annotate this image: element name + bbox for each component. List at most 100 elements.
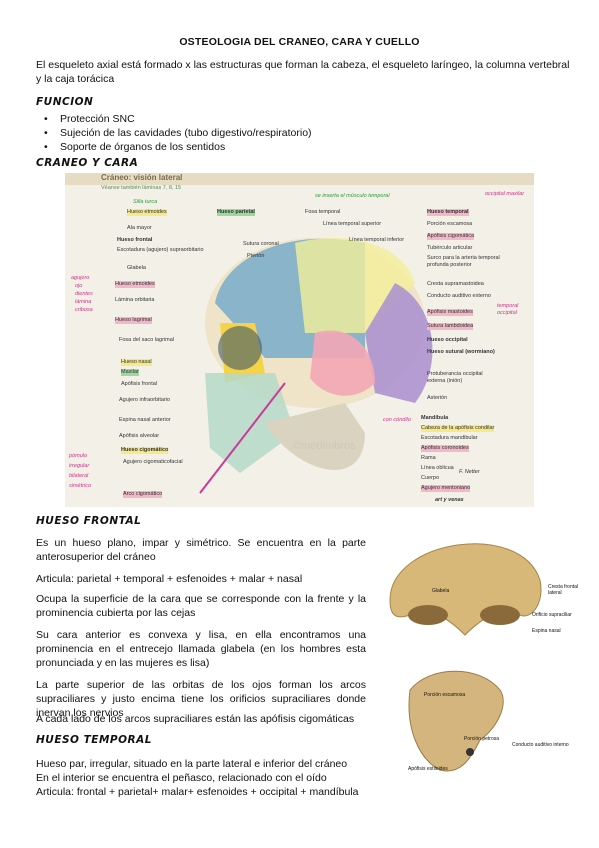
temporal-bone-region	[310, 330, 375, 396]
label-surco-arteria: Surco para la arteria temporal profunda …	[427, 255, 500, 268]
skull-lateral-figure: Cráneo: visión lateral Véanse también lá…	[65, 173, 534, 507]
label-hueso-sutural: Hueso sutural (wormiano)	[427, 349, 495, 355]
list-item: Soporte de órganos de los sentidos	[44, 140, 312, 154]
intro-paragraph: El esqueleto axial está formado x las es…	[36, 59, 570, 85]
label-apofisis-mastoides: Apófisis mastoides	[427, 309, 473, 316]
zygomatic-arch-marker	[199, 382, 286, 494]
figure-header-bar	[65, 173, 534, 185]
label-mandibula: Mandíbula	[421, 415, 449, 421]
label-porcion-petrosa: Porción petrosa	[464, 736, 500, 742]
temporal-heading: HUESO TEMPORAL	[36, 734, 152, 746]
temporal-p1: Hueso par, irregular, situado en la part…	[36, 758, 348, 770]
label-fosa-saco: Fosa del saco lagrimal	[119, 337, 175, 343]
temporal-p3: Articula: frontal + parietal+ malar+ esf…	[36, 786, 359, 798]
label-agujero-mentoniano: Agujero mentoniano	[421, 485, 471, 492]
note-agujero: agujero	[71, 275, 90, 281]
note-bilateral: bilateral	[69, 473, 89, 479]
label-apofisis-estiloides: Apófisis estiloides	[408, 766, 448, 772]
frontal-p4: Su cara anterior es convexa y lisa, en e…	[36, 629, 366, 669]
note-dientes: dientes	[75, 291, 93, 297]
label-asterion: Asterión	[427, 395, 448, 401]
label-espina-nasal-frontal: Espina nasal	[532, 628, 561, 634]
figure-header: Cráneo: visión lateral	[101, 173, 183, 182]
label-arco-cigomatico: Arco cigomático	[123, 491, 163, 498]
label-sutura-lambdoidea: Sutura lambdoidea	[427, 323, 474, 330]
frontal-p6: A cada lado de los arcos supraciliares e…	[36, 713, 355, 725]
skull-illustration	[199, 237, 433, 494]
watermark: ©medimbros	[293, 440, 356, 452]
label-escotadura: Escotadura (agujero) supraorbitario	[117, 247, 204, 253]
label-rama: Rama	[421, 455, 436, 461]
label-orificio-supraciliar: Orificio supraciliar	[532, 612, 572, 618]
label-cuerpo: Cuerpo	[421, 475, 440, 481]
frontal-p3: Ocupa la superficie de la cara que se co…	[36, 593, 366, 619]
label-pterion: Pterión	[247, 253, 265, 259]
label-escotadura-mandibular: Escotadura mandibular	[421, 435, 478, 441]
label-agujero-cigomaticofacial: Agujero cigomaticofacial	[123, 459, 183, 465]
note-con-condilo: con cóndilo	[383, 417, 411, 423]
label-espina-nasal: Espina nasal anterior	[119, 417, 171, 423]
label-nasal: Hueso nasal	[121, 359, 152, 366]
label-glabela-frontal: Glabela	[432, 588, 450, 594]
label-porcion-escamosa: Porción escamosa	[427, 221, 473, 227]
funcion-list: Protección SNC Sujeción de las cavidades…	[44, 112, 312, 154]
note-pomulo: pómulo	[69, 453, 88, 459]
funcion-heading: FUNCION	[36, 96, 94, 108]
label-lamina-orbitaria: Lámina orbitaria	[115, 297, 155, 303]
frontal-heading: HUESO FRONTAL	[36, 515, 142, 527]
label-apofisis-condilar: Cabeza de la apófisis condilar	[421, 425, 495, 432]
label-linea-oblicua: Línea oblicua	[421, 465, 454, 471]
temporal-bone-figure: Porción escamosa Porción petrosa Conduct…	[400, 660, 585, 790]
note-temporal-occipital: temporal occipital	[497, 303, 519, 316]
label-porcion-escamosa-t: Porción escamosa	[424, 692, 466, 698]
label-apofisis-cigomatica: Apófisis cigomática	[427, 233, 475, 240]
label-maxilar: Maxilar	[121, 369, 139, 376]
mandible-region	[265, 403, 365, 471]
label-etmoides: Hueso etmoides	[115, 281, 155, 288]
label-tuberculo-articular: Tubérculo articular	[427, 245, 473, 251]
label-parietal: Hueso parietal	[217, 209, 255, 216]
craneo-heading: CRANEO Y CARA	[36, 157, 139, 169]
note-art-venas: art y venas	[435, 497, 464, 503]
orbit	[218, 326, 262, 370]
note-cribosa: cribosa	[75, 307, 93, 313]
note-ojo: ojo	[75, 283, 83, 289]
list-item: Protección SNC	[44, 112, 312, 126]
label-sutura-coronal: Sutura coronal	[243, 241, 279, 247]
temporal-p2: En el interior se encuentra el peñasco, …	[36, 772, 327, 784]
note-simetrico: simétrico	[69, 483, 92, 489]
label-apofisis-frontal: Apófisis frontal	[121, 381, 158, 387]
label-conducto-auditivo-interno: Conducto auditivo interno	[512, 742, 569, 748]
label-cresta-supramastoidea: Cresta supramastoidea	[427, 281, 484, 287]
label-hueso-temporal: Hueso temporal	[427, 209, 469, 216]
label-glabela: Glabela	[127, 265, 146, 271]
note-musculo-temporal: se inserta el músculo temporal	[315, 193, 390, 199]
occipital-bone-region	[365, 283, 433, 403]
note-lamina: lámina	[75, 299, 92, 305]
frontal-p1: Es un hueso plano, impar y simétrico. Se…	[36, 537, 366, 563]
label-conducto-auditivo: Conducto auditivo externo	[427, 293, 491, 299]
temporal-bone-illustration	[408, 670, 504, 772]
label-linea-temporal-inf: Línea temporal inferior	[349, 237, 405, 243]
label-hueso-occipital: Hueso occipital	[427, 337, 468, 343]
signature-netter: F. Netter	[459, 469, 480, 475]
frontal-bone-figure: Glabela Cresta frontal lateral Orificio …	[380, 520, 580, 650]
label-apofisis-coronoides: Apófisis coronoides	[421, 445, 469, 452]
label-apofisis-alveolar: Apófisis alveolar	[119, 433, 160, 439]
page-title: OSTEOLOGIA DEL CRANEO, CARA Y CUELLO	[179, 36, 420, 48]
label-hueso-frontal: Hueso frontal	[117, 237, 153, 243]
list-item: Sujeción de las cavidades (tubo digestiv…	[44, 126, 312, 140]
frontal-bone-illustration	[389, 543, 542, 636]
label-linea-temporal-sup: Línea temporal superior	[323, 221, 382, 227]
frontal-p2: Articula: parietal + temporal + esfenoid…	[36, 573, 303, 585]
note-irregular: irregular	[69, 463, 90, 469]
label-cigomatico: Hueso cigomático	[121, 447, 169, 454]
figure-subheader: Véanse también láminas 7, 8, 15	[101, 185, 182, 191]
label-protuberancia: Protuberancia occipital externa (inión)	[427, 371, 483, 384]
label-agujero-infraorbitario: Agujero infraorbitario	[119, 397, 171, 403]
label-etmoides-top: Hueso etmoides	[127, 209, 167, 216]
frontal-p5: La parte superior de las orbitas de los …	[36, 679, 366, 719]
label-lagrimal: Hueso lagrimal	[115, 317, 152, 324]
label-silla-turca: Silla turca	[133, 199, 158, 205]
label-fosa-temporal: Fosa temporal	[305, 209, 341, 215]
